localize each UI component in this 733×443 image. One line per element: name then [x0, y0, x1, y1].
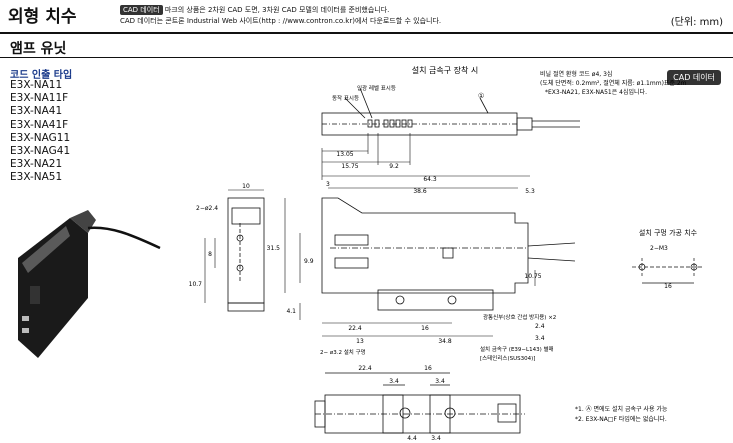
- label-level-indicator: 입광 레벨 표시등: [357, 84, 396, 92]
- cable-note-2: (도체 단면적: 0.2mm², 절연체 지름: ø1.1mm)표준 2m: [540, 79, 687, 87]
- cable-note-1: 비닐 절연 환형 코드 ø4, 3심: [540, 70, 612, 78]
- front-view: [321, 197, 576, 311]
- dim-22-4: 22.4: [348, 325, 362, 332]
- dim-5-3: 5.3: [525, 188, 535, 195]
- cad-note: CAD 데이터 마크의 상품은 2차원 CAD 도면, 3차원 CAD 모델의 …: [120, 5, 441, 27]
- model-item: E3X-NA11F: [10, 92, 69, 105]
- unit-label: (단위: mm): [670, 17, 723, 28]
- label-mount-hole: 2− ø3.2 설치 구멍: [320, 348, 366, 356]
- circle-a-label: ①: [478, 92, 484, 100]
- dimension-drawing: 설치 금속구 장착 시 입광 레벨 표시등 동작 표시등 ① 비닐 절연 환형 …: [18, 65, 704, 442]
- label-comm-part: 광통신부(상호 간섭 방지용) ×2: [483, 313, 556, 321]
- hole-pattern: [632, 258, 704, 284]
- dim-4-1: 4.1: [286, 308, 296, 315]
- model-item: E3X-NAG11: [10, 131, 71, 144]
- cad-note-line2: CAD 데이터는 콘트론 Industrial Web 사이트(http : /…: [120, 17, 442, 25]
- dim-9-2: 9.2: [389, 163, 399, 170]
- cable-note-3: *EX3-NA21, E3X-NA51은 4심입니다.: [545, 88, 647, 96]
- bottom-dim-3-4a: 3.4: [389, 378, 399, 385]
- dim-9-9: 9.9: [304, 258, 314, 265]
- dim-8: 8: [208, 251, 212, 258]
- side-view: [227, 197, 265, 312]
- dim-38-6: 38.6: [413, 188, 427, 195]
- header-rule: [0, 32, 733, 34]
- bottom-dim-3-4b: 3.4: [435, 378, 445, 385]
- model-item: E3X-NA21: [10, 158, 63, 171]
- cad-data-button[interactable]: CAD 데이터: [667, 70, 721, 85]
- product-photo: [18, 210, 161, 358]
- section-rule: [0, 57, 733, 58]
- dim-3-4: 3.4: [535, 335, 545, 342]
- cad-data-badge: CAD 데이터: [120, 5, 163, 15]
- model-item: E3X-NAG41: [10, 145, 71, 158]
- hole-m3: 2−M3: [650, 245, 668, 252]
- hole-dim-16: 16: [664, 283, 672, 290]
- dim-16: 16: [421, 325, 429, 332]
- top-view: [321, 87, 580, 136]
- bottom-dim-16: 16: [424, 365, 432, 372]
- models-title: 코드 인출 타입: [10, 70, 73, 81]
- dim-2-4b: 2.4: [535, 323, 545, 330]
- model-item: E3X-NA51: [10, 171, 63, 184]
- dim-10: 10: [242, 183, 250, 190]
- bottom-dim-22-4: 22.4: [358, 365, 372, 372]
- dim-31-5: 31.5: [267, 245, 281, 252]
- dim-2-phi-2-4: 2−ø2.4: [196, 205, 218, 212]
- footnote-1: *1. Ⓐ 면에도 설치 금속구 사용 가능: [575, 405, 668, 413]
- bottom-view: [314, 372, 525, 434]
- hole-title: 설치 구멍 가공 치수: [639, 228, 698, 237]
- label-operation-indicator: 동작 표시등: [332, 95, 359, 102]
- footnote-2: *2. E3X-NA□F 타입에는 없습니다.: [575, 415, 667, 423]
- dim-13: 13: [356, 338, 364, 345]
- label-bracket-2: [스테인리스(SUS304)]: [480, 354, 535, 362]
- mount-title: 설치 금속구 장착 시: [412, 65, 479, 75]
- dim-10-7: 10.7: [189, 281, 203, 288]
- model-item: E3X-NA11: [10, 79, 63, 91]
- model-item: E3X-NA41: [10, 105, 63, 118]
- page-title: 외형 치수: [8, 7, 77, 27]
- model-item: E3X-NA41F: [10, 118, 69, 131]
- bottom-dim-4-4: 4.4: [407, 435, 417, 442]
- dim-64-3: 64.3: [423, 176, 437, 183]
- dim-3: 3: [326, 181, 330, 188]
- bottom-dim-3-4c: 3.4: [431, 435, 441, 442]
- cad-note-line1: 마크의 상품은 2차원 CAD 도면, 3차원 CAD 모델의 데이터를 준비했…: [164, 6, 390, 14]
- dim-15-75: 15.75: [341, 163, 358, 170]
- dim-13-05: 13.05: [336, 151, 353, 158]
- section-title: 앰프 유닛: [10, 41, 67, 57]
- label-bracket-1: 설치 금속구 (E39−L143) 별매: [480, 345, 554, 353]
- dim-10-75: 10.75: [524, 273, 541, 280]
- dim-34-8: 34.8: [438, 338, 452, 345]
- models-list: E3X-NA11 E3X-NA11F E3X-NA41 E3X-NA41F E3…: [10, 79, 70, 185]
